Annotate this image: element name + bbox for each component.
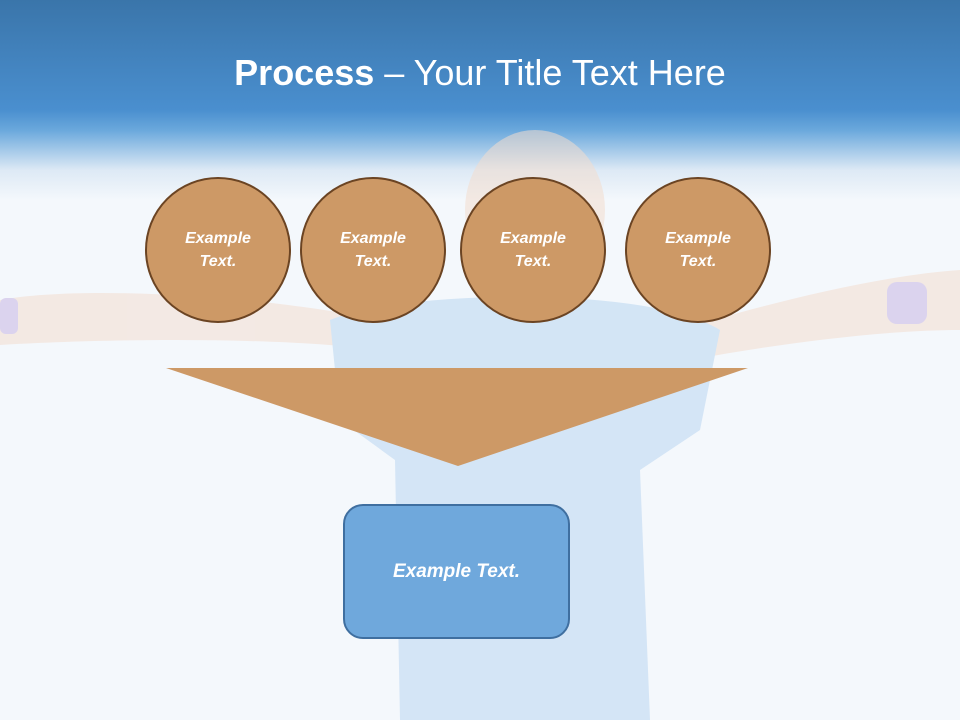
result-box: Example Text. [343, 504, 570, 639]
process-circle-1: Example Text. [145, 177, 291, 323]
left-arm-shape [0, 292, 380, 350]
funnel-arrow [166, 368, 748, 466]
process-circle-3: Example Text. [460, 177, 606, 323]
process-circle-2: Example Text. [300, 177, 446, 323]
process-circle-4: Example Text. [625, 177, 771, 323]
left-dumbbell-shape [0, 298, 18, 334]
circle-label: Example Text. [340, 230, 406, 270]
circle-label: Example Text. [665, 230, 731, 270]
circle-label: Example Text. [185, 230, 251, 270]
page-title: Process – Your Title Text Here [234, 52, 726, 93]
circle-label: Example Text. [500, 230, 566, 270]
result-label: Example Text. [392, 560, 521, 582]
right-dumbbell-shape [887, 282, 927, 324]
